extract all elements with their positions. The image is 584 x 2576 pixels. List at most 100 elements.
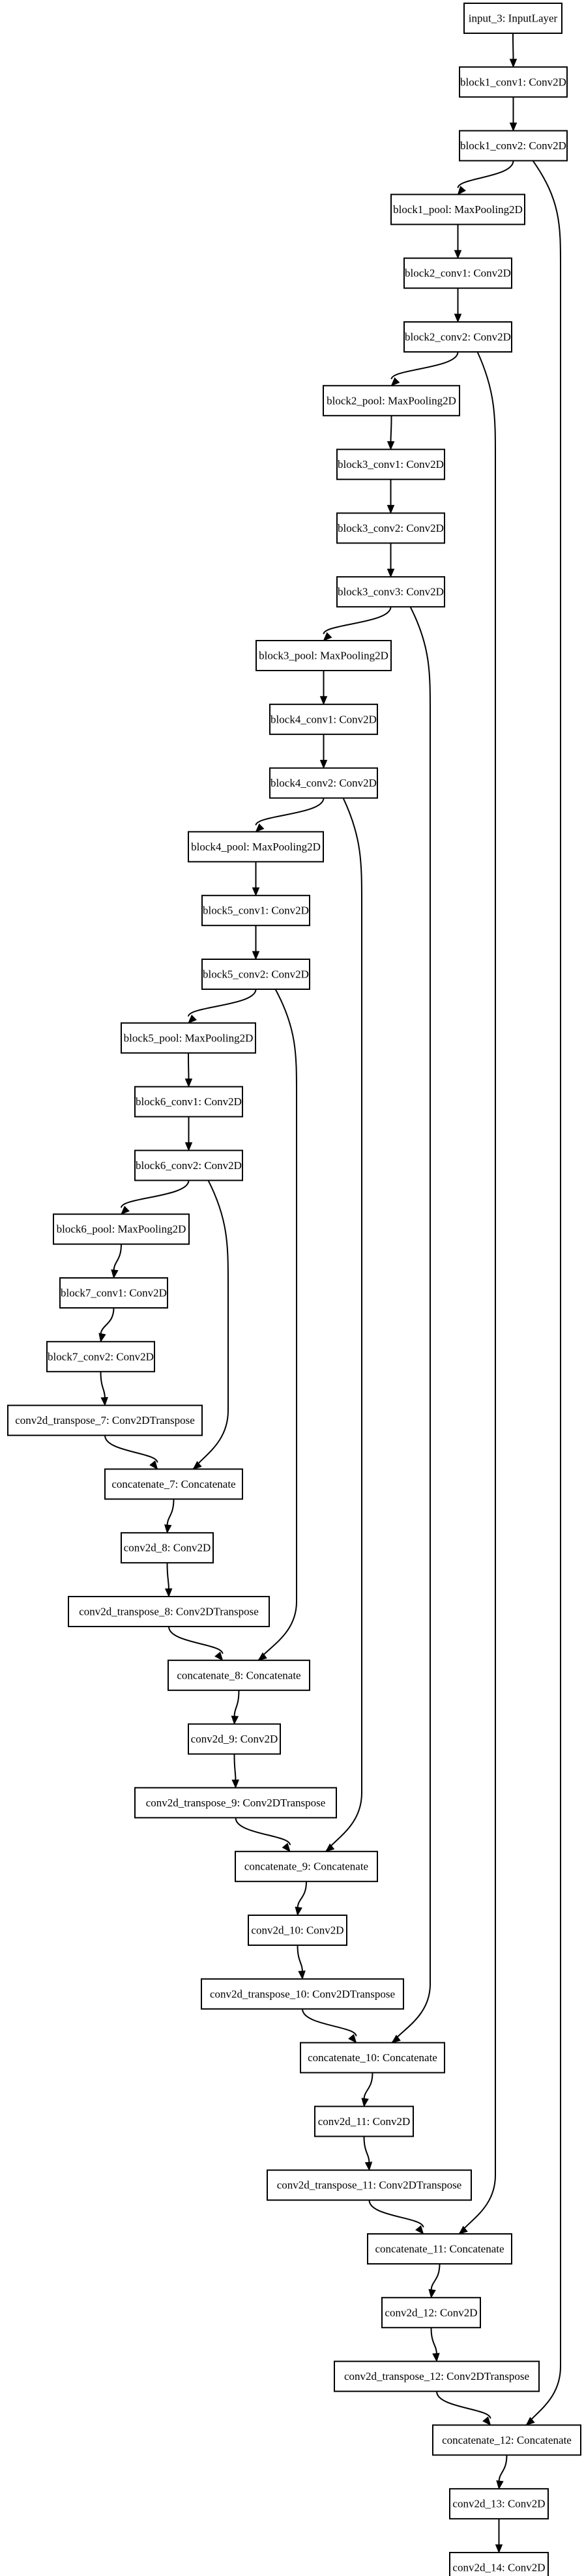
layer-node-label: concatenate_12: Concatenate	[442, 2434, 572, 2446]
layer-node-box	[235, 1851, 378, 1883]
arrowhead-icon	[509, 59, 518, 68]
layer-node-box	[68, 1596, 270, 1627]
arrowhead-icon	[188, 1014, 197, 1024]
edge-line	[235, 1817, 291, 1845]
arrowhead-icon	[149, 1460, 158, 1470]
arrowhead-icon	[432, 2352, 440, 2362]
layer-node-box	[459, 66, 568, 98]
edge-line	[297, 1945, 303, 1973]
layer-node-box	[381, 2296, 481, 2328]
layer-node-box	[104, 1468, 243, 1500]
layer-node-box	[248, 1915, 347, 1946]
layer-node-block3-conv1: block3_conv1: Conv2D	[336, 448, 445, 480]
layer-node-label: block5_pool: MaxPooling2D	[124, 1032, 254, 1044]
layer-node-label: concatenate_9: Concatenate	[244, 1860, 368, 1873]
layer-node-label: concatenate_10: Concatenate	[308, 2051, 437, 2064]
layer-node-block7-conv1: block7_conv1: Conv2D	[59, 1277, 168, 1309]
layer-node-concatenate-11: concatenate_11: Concatenate	[367, 2233, 512, 2265]
arrowhead-icon	[496, 2480, 504, 2490]
edge-line	[100, 1307, 115, 1335]
edge-block6-conv2-to-block6-pool	[121, 1180, 190, 1215]
layer-node-box	[134, 1150, 243, 1181]
layer-node-block6-conv2: block6_conv2: Conv2D	[134, 1150, 243, 1181]
layer-node-label: conv2d_transpose_7: Conv2DTranspose	[15, 1414, 195, 1426]
layer-node-label: conv2d_11: Conv2D	[318, 2115, 411, 2128]
layer-node-block2-pool: block2_pool: MaxPooling2D	[323, 384, 460, 416]
arrowhead-icon	[428, 2289, 436, 2299]
layer-node-block5-conv1: block5_conv1: Conv2D	[201, 895, 310, 927]
layer-node-box	[188, 831, 324, 863]
edge-block4-conv2-to-concatenate-9	[325, 798, 362, 1853]
layer-node-label: block6_conv1: Conv2D	[136, 1095, 242, 1108]
layer-node-label: conv2d_transpose_12: Conv2DTranspose	[344, 2370, 529, 2382]
edge-block6-pool-to-block7-conv1	[111, 1244, 122, 1279]
edge-concatenate-7-to-conv2d-8	[164, 1499, 175, 1534]
edge-line	[323, 606, 392, 635]
arrowhead-icon	[454, 250, 462, 259]
edge-conv2d-transpose-12-to-concatenate-12	[436, 2391, 491, 2426]
edge-block2-conv1-to-block2-conv2	[454, 288, 462, 323]
layer-node-block4-pool: block4_pool: MaxPooling2D	[188, 831, 324, 863]
arrowhead-icon	[390, 377, 400, 386]
layer-node-box	[432, 2424, 581, 2456]
edge-block6-conv1-to-block6-conv2	[184, 1116, 193, 1151]
edge-line	[458, 351, 496, 2235]
edge-line	[100, 1371, 106, 1399]
layer-node-label: block1_conv2: Conv2D	[460, 139, 566, 152]
edge-line	[363, 2072, 373, 2100]
layer-node-box	[7, 1404, 203, 1436]
edge-line	[436, 2391, 491, 2419]
layer-node-block3-pool: block3_pool: MaxPooling2D	[256, 640, 392, 671]
layer-node-label: block1_pool: MaxPooling2D	[393, 203, 523, 216]
arrowhead-icon	[387, 504, 395, 514]
layer-node-box	[463, 3, 562, 34]
layer-node-label: block1_conv1: Conv2D	[460, 76, 566, 88]
layer-node-label: block4_pool: MaxPooling2D	[191, 841, 321, 853]
arrowhead-icon	[111, 1269, 119, 1279]
layer-node-box	[168, 1659, 310, 1691]
layer-node-label: conv2d_transpose_9: Conv2DTranspose	[146, 1797, 326, 1809]
layer-node-box	[201, 895, 310, 927]
arrowhead-icon	[231, 1715, 239, 1725]
layer-node-conv2d-13: conv2d_13: Conv2D	[449, 2488, 549, 2520]
arrowhead-icon	[252, 887, 260, 897]
edge-line	[255, 798, 325, 826]
layer-node-conv2d-9: conv2d_9: Conv2D	[188, 1723, 281, 1755]
arrowhead-icon	[323, 632, 332, 641]
layer-node-block6-pool: block6_pool: MaxPooling2D	[53, 1213, 190, 1245]
arrowhead-icon	[121, 1206, 130, 1215]
edge-concatenate-9-to-conv2d-10	[295, 1881, 307, 1917]
edge-block4-pool-to-block5-conv1	[252, 861, 260, 897]
arrowhead-icon	[457, 186, 466, 195]
edge-block6-conv2-to-concatenate-7	[192, 1179, 229, 1470]
layer-node-label: block3_conv1: Conv2D	[338, 458, 444, 470]
arrowhead-icon	[282, 1842, 291, 1853]
edge-conv2d-13-to-conv2d-14	[495, 2519, 503, 2554]
edge-conv2d-11-to-conv2d-transpose-11	[363, 2136, 373, 2171]
layer-node-block3-conv2: block3_conv2: Conv2D	[336, 512, 445, 544]
arrowhead-icon	[214, 1651, 224, 1661]
edge-concatenate-11-to-conv2d-12	[428, 2263, 441, 2299]
layer-node-label: conv2d_12: Conv2D	[385, 2306, 477, 2319]
edge-block3-conv3-to-block3-pool	[323, 606, 392, 641]
edge-line	[104, 1435, 158, 1463]
edge-block7-conv2-to-conv2d-transpose-7	[100, 1371, 108, 1406]
layer-node-conv2d-14: conv2d_14: Conv2D	[449, 2552, 549, 2576]
layer-node-label: conv2d_13: Conv2D	[452, 2498, 545, 2510]
arrowhead-icon	[325, 1843, 335, 1853]
edge-line	[302, 2008, 357, 2036]
arrowhead-icon	[319, 760, 328, 769]
layer-node-box	[59, 1277, 168, 1309]
arrowhead-icon	[184, 1142, 193, 1151]
layer-node-label: block5_conv1: Conv2D	[203, 904, 309, 917]
layer-node-block7-conv2: block7_conv2: Conv2D	[46, 1340, 155, 1372]
layer-node-label: block2_conv1: Conv2D	[405, 267, 511, 280]
arrowhead-icon	[391, 2034, 401, 2044]
layer-node-box	[121, 1532, 214, 1564]
arrowhead-icon	[192, 1460, 202, 1470]
layer-node-conv2d-transpose-10: conv2d_transpose_10: Conv2DTranspose	[201, 1978, 404, 2010]
edge-conv2d-transpose-11-to-concatenate-11	[368, 2200, 424, 2235]
layer-node-label: conv2d_14: Conv2D	[452, 2562, 545, 2574]
edge-block2-conv2-to-concatenate-11	[458, 351, 496, 2235]
